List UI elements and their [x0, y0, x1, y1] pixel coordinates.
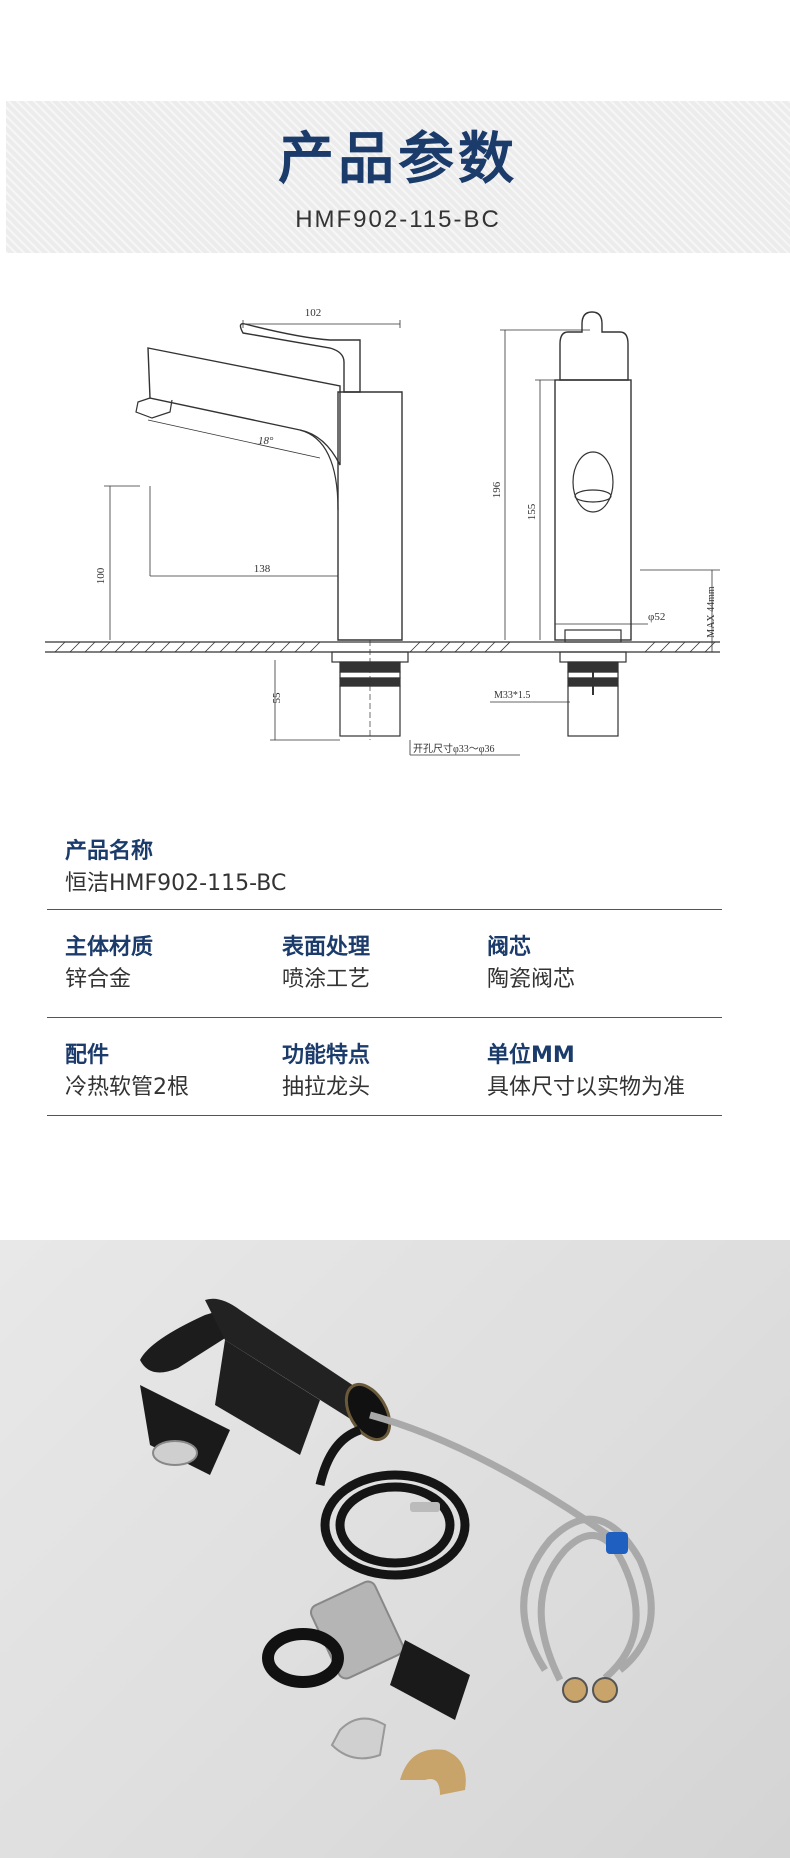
front-dimensions [490, 329, 720, 703]
spec-value: 抽拉龙头 [282, 1075, 371, 1100]
spec-cell-finish: 表面处理 喷涂工艺 [282, 934, 370, 994]
dim-max: MAX 44mm [706, 586, 717, 638]
dim-body: 155 [526, 503, 538, 520]
spec-value: 冷热软管2根 [65, 1075, 189, 1100]
spec-cell-feature: 功能特点 抽拉龙头 [282, 1042, 370, 1102]
spec-row-accessory: 配件 冷热软管2根 功能特点 抽拉龙头 单位MM 具体尺寸以实物为准 [47, 1018, 722, 1116]
spec-label: 单位MM [487, 1043, 575, 1068]
spec-cell-unit: 单位MM 具体尺寸以实物为准 [487, 1042, 685, 1102]
header-banner: 产品参数 HMF902-115-BC [6, 101, 790, 253]
model-number: HMF902-115-BC [295, 206, 501, 233]
dim-hole: 开孔尺寸φ33～φ36 [413, 742, 495, 755]
hose-nut-left [562, 1677, 588, 1703]
spec-label: 产品名称 [65, 839, 154, 864]
dim-height-spout: 100 [95, 567, 107, 584]
page-title: 产品参数 [278, 127, 518, 192]
spec-label: 表面处理 [282, 935, 371, 960]
spec-table: 产品名称 恒洁HMF902-115-BC 主体材质 锌合金 表面处理 喷涂工艺 … [47, 830, 722, 1116]
spec-label: 主体材质 [65, 935, 154, 960]
dim-spout: 138 [254, 563, 271, 575]
black-hose [315, 1425, 470, 1580]
side-dimensions [104, 320, 520, 756]
front-view [554, 311, 632, 737]
mounting-parts [262, 1580, 470, 1795]
spec-cell-material: 主体材质 锌合金 [65, 934, 153, 994]
spec-cell-accessory: 配件 冷热软管2根 [65, 1042, 189, 1102]
dim-thread: M33*1.5 [494, 690, 530, 701]
spec-value: 喷涂工艺 [282, 967, 371, 992]
blue-hose-end [606, 1532, 628, 1554]
spec-label: 配件 [65, 1043, 110, 1068]
spec-value: 锌合金 [65, 967, 132, 992]
side-view [135, 323, 409, 740]
dim-base: φ52 [648, 611, 665, 623]
spec-value: 恒洁HMF902-115-BC [65, 871, 287, 896]
spec-label: 功能特点 [282, 1043, 371, 1068]
spec-row-material: 主体材质 锌合金 表面处理 喷涂工艺 阀芯 陶瓷阀芯 [47, 910, 722, 1018]
spec-cell-valve: 阀芯 陶瓷阀芯 [487, 934, 575, 994]
spec-value: 具体尺寸以实物为准 [487, 1075, 686, 1100]
product-illustration [140, 1298, 655, 1795]
spec-value: 陶瓷阀芯 [487, 967, 576, 992]
dim-total: 196 [491, 481, 503, 498]
dim-angle: 18° [258, 435, 274, 447]
product-photo [0, 1240, 790, 1858]
hose-nut-right [592, 1677, 618, 1703]
technical-drawing: 102 18° 138 100 55 196 155 φ52 MAX 44mm … [45, 307, 720, 756]
hose-connector [410, 1502, 440, 1512]
faucet-body [140, 1298, 392, 1475]
spec-cell-name: 产品名称 恒洁HMF902-115-BC [65, 838, 286, 898]
spec-label: 阀芯 [487, 935, 532, 960]
counter-hatch [54, 641, 716, 653]
dim-below: 55 [271, 692, 283, 704]
spec-row-name: 产品名称 恒洁HMF902-115-BC [47, 830, 722, 910]
dim-top-width: 102 [305, 307, 322, 319]
braided-hoses [369, 1411, 655, 1682]
